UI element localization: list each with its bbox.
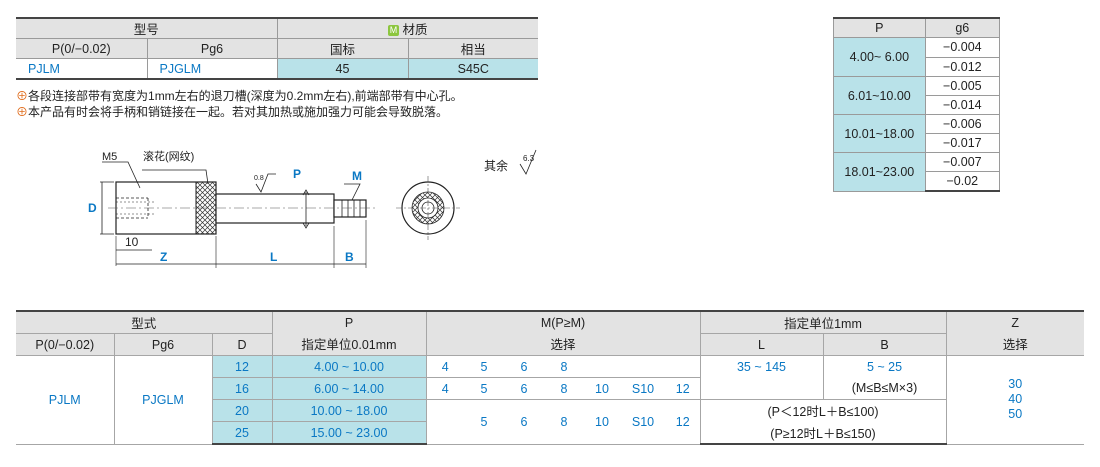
col-p: P	[833, 17, 926, 38]
col-p: P(0/−0.02)	[16, 38, 148, 59]
col-pg6: Pg6	[146, 38, 278, 59]
upper-cell: −0.004	[924, 37, 1001, 58]
label-p: P	[293, 167, 301, 181]
header-z: Z	[945, 310, 1084, 334]
b-condition: (M≤B≤M×3)	[822, 377, 946, 400]
type-p: PJLM	[16, 355, 115, 445]
header-m: M(P≥M)	[425, 310, 701, 334]
m-cell: 6	[504, 355, 544, 378]
lb-condition-2: (P≥12时L＋B≤150)	[699, 421, 946, 445]
m-cell: 12	[666, 399, 701, 445]
m-cell: 10	[584, 377, 620, 400]
p-range-cell: 10.00 ~ 18.00	[271, 399, 427, 422]
tolerance-table: P g6 4.00~ 6.00 −0.004 −0.012 6.01~10.00…	[833, 17, 1001, 192]
m-cell	[584, 355, 620, 378]
label-z: Z	[160, 250, 167, 264]
m-cell: 12	[666, 377, 701, 400]
col-g6: g6	[924, 17, 1001, 38]
d-cell: 12	[211, 355, 273, 378]
p-range-cell: 4.00 ~ 10.00	[271, 355, 427, 378]
m-cell: 8	[544, 377, 584, 400]
lower-cell: −0.02	[924, 171, 1001, 192]
header-p-unit: 指定单位0.01mm	[271, 333, 427, 356]
d-cell: 25	[212, 421, 273, 445]
val-national: 45	[276, 58, 409, 80]
material-table: 型号 M 材质 P(0/−0.02) Pg6 国标 相当 PJLM PJGLM …	[16, 17, 538, 80]
header-model: 型号	[16, 17, 278, 39]
range-cell: 10.01~18.00	[833, 114, 926, 153]
col-pg6: Pg6	[113, 333, 213, 356]
m-cell: 6	[504, 377, 544, 400]
material-badge-icon: M	[388, 25, 399, 36]
lower-cell: −0.012	[924, 56, 1001, 77]
header-z-select: 选择	[945, 333, 1084, 356]
type-pg6: PJGLM	[113, 355, 213, 445]
d-cell: 16	[212, 377, 273, 400]
lower-cell: −0.014	[924, 95, 1001, 115]
surface-note: 其余	[484, 158, 508, 173]
warning-icon: ⊕	[16, 89, 29, 103]
header-material: M 材质	[276, 17, 538, 39]
surface-finish-icon	[519, 149, 537, 175]
col-l: L	[699, 333, 824, 356]
val-pg6: PJGLM	[146, 58, 278, 80]
m-cell: 8	[544, 399, 584, 445]
label-m5: M5	[102, 151, 117, 163]
label-m: M	[352, 169, 362, 183]
upper-cell: −0.005	[924, 76, 1001, 96]
m-cell: 5	[464, 355, 504, 378]
header-type: 型式	[16, 310, 273, 334]
m-cell: 10	[584, 399, 620, 445]
m-cell	[620, 355, 666, 378]
m-cell: 4	[425, 377, 464, 400]
header-m-select: 选择	[425, 333, 701, 356]
m-cell: S10	[620, 377, 666, 400]
range-cell: 18.01~23.00	[833, 152, 926, 192]
lower-cell: −0.017	[924, 133, 1001, 153]
d-cell: 20	[212, 399, 273, 422]
lb-condition-1: (P＜12时L＋B≤100)	[699, 399, 946, 422]
col-b: B	[822, 333, 947, 356]
warning-icon: ⊕	[16, 105, 29, 119]
header-unit: 指定单位1mm	[699, 310, 947, 334]
col-national: 国标	[276, 38, 409, 59]
range-cell: 6.01~10.00	[833, 76, 926, 115]
surface-value: 6.3	[523, 154, 535, 163]
l-range: 35 ~ 145	[699, 355, 824, 378]
col-d: D	[211, 333, 273, 356]
note-2: ⊕本产品有时会将手柄和销链接在一起。若对其加热或施加强力可能会导致脱落。	[16, 105, 449, 119]
label-0-8: 0.8	[254, 175, 264, 182]
upper-cell: −0.006	[924, 114, 1001, 134]
upper-cell: −0.007	[924, 152, 1001, 172]
m-cell: 4	[425, 355, 464, 378]
label-l: L	[270, 250, 277, 264]
label-knurl: 滚花(网纹)	[143, 149, 194, 163]
col-p: P(0/−0.02)	[16, 333, 115, 356]
b-range: 5 ~ 25	[822, 355, 947, 378]
label-10: 10	[125, 235, 139, 249]
val-p: PJLM	[16, 58, 148, 80]
m-cell: S10	[620, 399, 666, 445]
spec-table: 型式 P M(P≥M) 指定单位1mm Z P(0/−0.02) Pg6 D 指…	[16, 310, 1084, 445]
m-cell: 6	[504, 399, 544, 445]
part-drawing: M5 滚花(网纹) M 0.8 P D 10 Z L B 其余 6.3	[88, 149, 537, 268]
col-equivalent: 相当	[407, 38, 538, 59]
m-cell: 5	[464, 399, 504, 445]
m-cell	[666, 355, 701, 378]
label-b: B	[345, 250, 354, 264]
p-range-cell: 6.00 ~ 14.00	[271, 377, 427, 400]
p-range-cell: 15.00 ~ 23.00	[271, 421, 427, 445]
header-p: P	[271, 310, 427, 334]
label-d: D	[88, 201, 97, 215]
range-cell: 4.00~ 6.00	[833, 37, 926, 77]
m-cell: 5	[464, 377, 504, 400]
m-cell: 8	[544, 355, 584, 378]
z-cell: 30 40 50	[945, 355, 1084, 445]
val-equivalent: S45C	[407, 58, 538, 80]
note-1: ⊕各段连接部带有宽度为1mm左右的退刀槽(深度为0.2mm左右),前端部带有中心…	[16, 89, 463, 103]
